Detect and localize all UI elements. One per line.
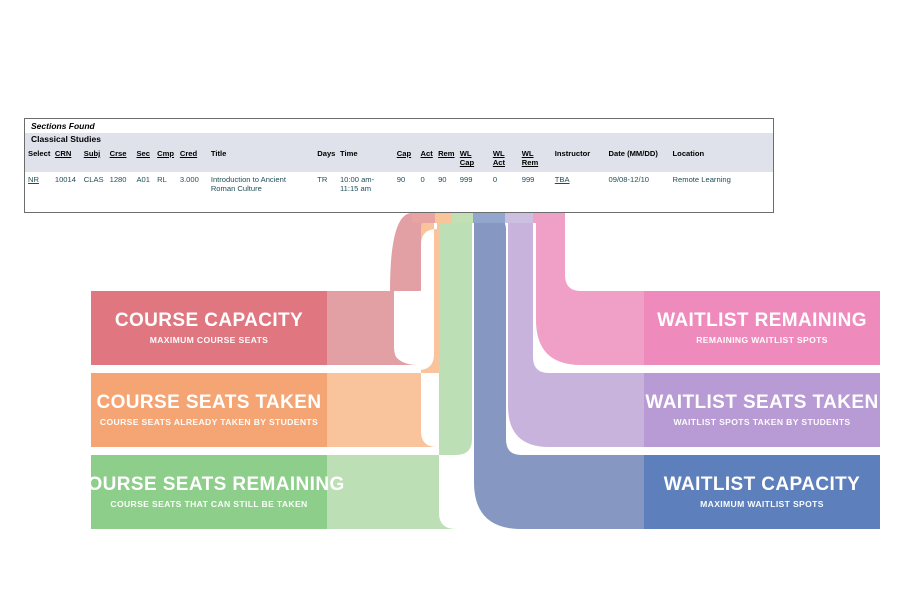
col-crse[interactable]: Crse xyxy=(106,146,134,172)
banner-waitlist-remaining: WAITLIST REMAINING REMAINING WAITLIST SP… xyxy=(644,291,880,365)
cell-wl-act: 0 xyxy=(489,171,519,198)
col-title: Title xyxy=(207,146,315,172)
course-results-table: Select CRN Subj Crse Sec Cmp Cred Title … xyxy=(25,146,773,198)
col-subj[interactable]: Subj xyxy=(80,146,107,172)
cell-time: 10:00 am-11:15 am xyxy=(336,171,394,198)
banner-title: COURSE CAPACITY xyxy=(114,309,304,331)
cell-location: Remote Learning xyxy=(669,171,773,198)
col-location: Location xyxy=(669,146,773,172)
banner-course-seats-remaining: COURSE SEATS REMAINING COURSE SEATS THAT… xyxy=(73,455,344,529)
cell-days: TR xyxy=(314,171,337,198)
cell-sec: A01 xyxy=(133,171,155,198)
banner-subtitle: MAXIMUM WAITLIST SPOTS xyxy=(700,499,824,510)
banner-title: WAITLIST SEATS TAKEN xyxy=(645,391,879,413)
banner-subtitle: MAXIMUM COURSE SEATS xyxy=(149,335,269,346)
sections-found-panel: Sections Found Classical Studies Select … xyxy=(24,118,774,213)
cell-wl-rem: 999 xyxy=(518,171,552,198)
col-wl-rem[interactable]: WL Rem xyxy=(518,146,552,172)
banner-title: COURSE SEATS REMAINING xyxy=(73,473,345,495)
banner-title: COURSE SEATS TAKEN xyxy=(96,391,322,413)
cell-instructor[interactable]: TBA xyxy=(551,171,606,198)
col-cmp[interactable]: Cmp xyxy=(154,146,177,172)
banner-title: WAITLIST REMAINING xyxy=(657,309,867,331)
cell-crse: 1280 xyxy=(106,171,134,198)
sections-found-title: Sections Found xyxy=(25,119,773,132)
ribbon-gap-left-1 xyxy=(418,213,437,370)
ribbon-wl-rem xyxy=(536,213,644,365)
table-header-row: Select CRN Subj Crse Sec Cmp Cred Title … xyxy=(25,146,773,172)
stub-rem xyxy=(452,213,473,223)
col-cap[interactable]: Cap xyxy=(393,146,418,172)
banner-subtitle: COURSE SEATS THAT CAN STILL BE TAKEN xyxy=(110,499,308,510)
cell-rem: 90 xyxy=(435,171,457,198)
stub-wl-act xyxy=(505,213,533,223)
cell-select[interactable]: NR xyxy=(25,171,52,198)
col-act[interactable]: Act xyxy=(417,146,436,172)
banner-waitlist-capacity: WAITLIST CAPACITY MAXIMUM WAITLIST SPOTS xyxy=(644,455,880,529)
stub-act xyxy=(435,213,452,223)
cell-wl-cap: 999 xyxy=(456,171,490,198)
banner-waitlist-seats-taken: WAITLIST SEATS TAKEN WAITLIST SPOTS TAKE… xyxy=(644,373,880,447)
col-cred[interactable]: Cred xyxy=(176,146,208,172)
cell-title: Introduction to Ancient Roman Culture xyxy=(207,171,315,198)
ribbon-rem xyxy=(327,213,472,529)
banner-subtitle: REMAINING WAITLIST SPOTS xyxy=(696,335,828,346)
col-rem[interactable]: Rem xyxy=(435,146,457,172)
col-days: Days xyxy=(314,146,337,172)
cell-crn: 10014 xyxy=(51,171,81,198)
cell-date: 09/08-12/10 xyxy=(605,171,670,198)
col-crn[interactable]: CRN xyxy=(51,146,81,172)
subject-heading: Classical Studies xyxy=(25,132,773,146)
cell-cap: 90 xyxy=(393,171,418,198)
banner-subtitle: COURSE SEATS ALREADY TAKEN BY STUDENTS xyxy=(99,417,319,428)
cell-subj: CLAS xyxy=(80,171,107,198)
col-wl-act[interactable]: WL Act xyxy=(489,146,519,172)
cell-cred: 3.000 xyxy=(176,171,208,198)
col-sec[interactable]: Sec xyxy=(133,146,155,172)
col-select: Select xyxy=(25,146,52,172)
banner-course-capacity: COURSE CAPACITY MAXIMUM COURSE SEATS xyxy=(91,291,327,365)
col-date: Date (MM/DD) xyxy=(605,146,670,172)
banner-subtitle: WAITLIST SPOTS TAKEN BY STUDENTS xyxy=(673,417,851,428)
banner-course-seats-taken: COURSE SEATS TAKEN COURSE SEATS ALREADY … xyxy=(91,373,327,447)
col-instructor: Instructor xyxy=(551,146,606,172)
ribbon-wl-act xyxy=(508,213,644,447)
ribbon-wl-cap-shape xyxy=(474,213,644,529)
col-wl-cap[interactable]: WL Cap xyxy=(456,146,490,172)
cell-act: 0 xyxy=(417,171,436,198)
table-row: NR 10014 CLAS 1280 A01 RL 3.000 Introduc… xyxy=(25,171,773,198)
cell-cmp: RL xyxy=(154,171,177,198)
stub-cap xyxy=(412,213,435,223)
ribbon-cap-shape xyxy=(327,213,434,365)
banner-title: WAITLIST CAPACITY xyxy=(663,473,861,495)
stub-wl-rem xyxy=(533,213,565,223)
col-time: Time xyxy=(336,146,394,172)
stub-wl-cap xyxy=(473,213,505,223)
